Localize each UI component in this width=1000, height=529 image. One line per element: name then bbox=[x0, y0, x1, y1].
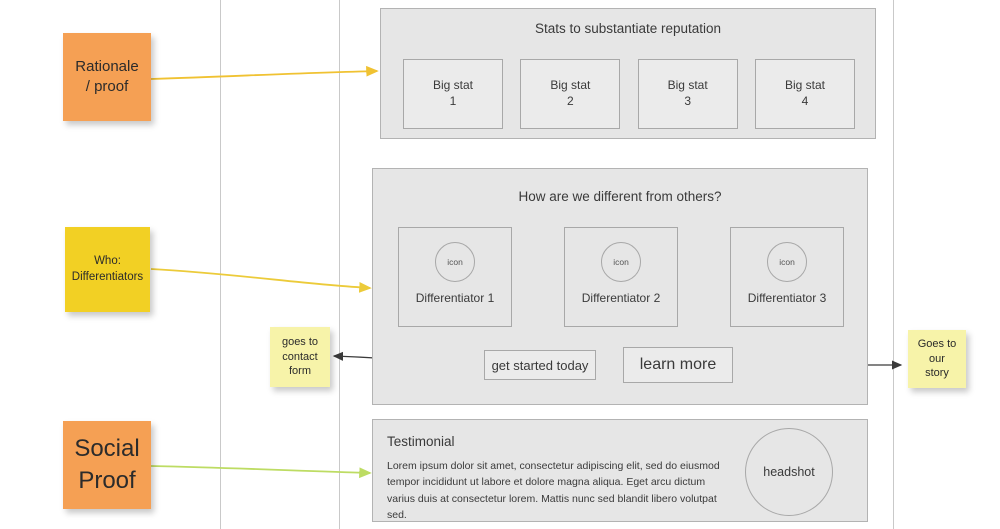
guide-line-1 bbox=[220, 0, 221, 529]
sticky-note-goes-to-contact-form[interactable]: goes to contact form bbox=[270, 327, 330, 387]
sticky-note-who-line2: Differentiators bbox=[71, 270, 144, 283]
sticky-note-social-line2: Proof bbox=[78, 467, 136, 494]
guide-line-3 bbox=[893, 0, 894, 529]
stat-box[interactable]: Big stat 3 bbox=[637, 59, 738, 129]
sticky-note-goes-to-our-story[interactable]: Goes to our story bbox=[908, 330, 966, 388]
differentiator-box[interactable]: icon Differentiator 1 bbox=[398, 227, 512, 327]
testimonial-body-text: Lorem ipsum dolor sit amet, consectetur … bbox=[387, 460, 720, 521]
headshot-placeholder: headshot bbox=[745, 428, 833, 516]
placeholder-icon-label: icon bbox=[779, 257, 795, 267]
sticky-note-contact-line2: contact bbox=[282, 350, 318, 363]
stat-box[interactable]: Big stat 1 bbox=[403, 59, 503, 129]
sticky-note-rationale-line2: / proof bbox=[85, 78, 129, 95]
stat-box[interactable]: Big stat 2 bbox=[520, 59, 621, 129]
placeholder-icon-label: icon bbox=[447, 257, 463, 267]
guide-line-2 bbox=[339, 0, 340, 529]
placeholder-icon-label: icon bbox=[613, 257, 629, 267]
differentiators-panel: How are we different from others? icon D… bbox=[372, 168, 868, 405]
placeholder-icon: icon bbox=[767, 242, 807, 282]
differentiators-box-row: icon Differentiator 1 icon Differentiato… bbox=[398, 227, 844, 327]
connector-social-to-testimonial bbox=[150, 465, 372, 479]
differentiator-label: Differentiator 1 bbox=[415, 291, 495, 305]
sticky-note-rationale-line1: Rationale bbox=[75, 57, 139, 75]
differentiator-label: Differentiator 2 bbox=[581, 291, 661, 305]
stat-box[interactable]: Big stat 4 bbox=[754, 59, 855, 129]
testimonial-heading: Testimonial bbox=[387, 434, 455, 449]
sticky-note-social-line1: Social bbox=[74, 434, 140, 462]
stat-box-line2: 3 bbox=[684, 94, 691, 108]
stat-box-line1: Big stat bbox=[432, 78, 474, 93]
stat-box-line2: 2 bbox=[566, 94, 574, 108]
differentiators-panel-title: How are we different from others? bbox=[518, 189, 722, 204]
stats-panel: Stats to substantiate reputation Big sta… bbox=[380, 8, 876, 139]
sticky-note-social-proof[interactable]: Social Proof bbox=[63, 421, 151, 509]
sticky-note-story-line1: Goes to bbox=[917, 337, 957, 350]
testimonial-panel: Testimonial Lorem ipsum dolor sit amet, … bbox=[372, 419, 868, 522]
sticky-note-who-line1: Who: bbox=[94, 254, 121, 267]
learn-more-button[interactable]: learn more bbox=[623, 347, 733, 383]
stats-box-row: Big stat 1 Big stat 2 Big stat 3 Big sta… bbox=[403, 59, 855, 129]
sticky-note-who-differentiators[interactable]: Who: Differentiators bbox=[65, 227, 150, 312]
placeholder-icon: icon bbox=[435, 242, 475, 282]
connector-rationale-to-stats bbox=[150, 65, 379, 80]
get-started-today-button[interactable]: get started today bbox=[484, 350, 596, 380]
sticky-note-story-line3: story bbox=[925, 367, 949, 380]
differentiator-box[interactable]: icon Differentiator 2 bbox=[564, 227, 678, 327]
stat-box-line2: 1 bbox=[449, 94, 457, 108]
sticky-note-contact-line3: form bbox=[289, 365, 311, 378]
differentiator-label: Differentiator 3 bbox=[747, 291, 827, 305]
headshot-placeholder-label: headshot bbox=[763, 465, 815, 479]
connector-who-to-differentiators bbox=[150, 268, 372, 293]
differentiator-box[interactable]: icon Differentiator 3 bbox=[730, 227, 844, 327]
placeholder-icon: icon bbox=[601, 242, 641, 282]
sticky-note-contact-line1: goes to bbox=[281, 335, 319, 348]
stats-panel-title: Stats to substantiate reputation bbox=[534, 21, 722, 36]
stat-box-line2: 4 bbox=[801, 94, 809, 108]
sticky-note-rationale[interactable]: Rationale / proof bbox=[63, 33, 151, 121]
stat-box-line1: Big stat bbox=[550, 78, 591, 93]
sticky-note-story-line2: our bbox=[929, 352, 945, 365]
stat-box-line1: Big stat bbox=[784, 78, 825, 93]
stat-box-line1: Big stat bbox=[667, 78, 708, 93]
